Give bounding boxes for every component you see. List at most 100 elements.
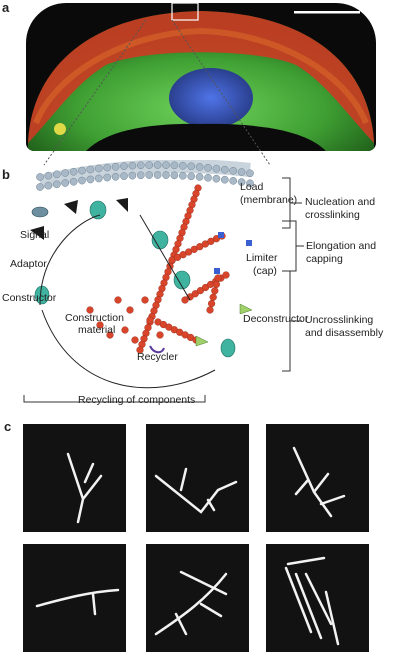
adaptor-protein (116, 198, 128, 212)
membrane-bead (178, 161, 187, 170)
membrane-bead (145, 171, 154, 179)
cell-micrograph (26, 3, 376, 151)
membrane-bead (111, 162, 120, 171)
monomer (126, 306, 134, 314)
membrane-bead (128, 161, 137, 170)
membrane-bead (136, 161, 145, 170)
constructor-label: Constructor (2, 292, 57, 304)
membrane-bead (52, 170, 61, 179)
membrane-bead (78, 176, 86, 185)
membrane-bead (111, 172, 120, 181)
actin-subunit (214, 274, 222, 282)
monomer (121, 326, 129, 334)
membrane-bead (44, 181, 53, 190)
monomer (131, 336, 139, 344)
membrane-bead (162, 171, 170, 179)
deconstructor-protein (239, 303, 253, 315)
constructor-protein (173, 270, 191, 290)
membrane-bead (162, 161, 170, 169)
membrane-bead (36, 173, 44, 181)
filament-image-3 (266, 424, 369, 532)
membrane-bead (170, 171, 179, 180)
membrane-bead (103, 173, 112, 182)
membrane-bead (52, 180, 61, 189)
nucleation-label-2: crosslinking (305, 209, 360, 221)
membrane-bead (229, 176, 238, 185)
adaptor-label: Adaptor (10, 258, 47, 270)
limiter-sub-label: (cap) (253, 265, 277, 277)
membrane (36, 160, 254, 191)
filament-image-2 (146, 424, 249, 532)
arrow (39, 214, 101, 306)
membrane-bead (187, 162, 196, 171)
membrane-bead (78, 166, 86, 175)
membrane-bead (69, 177, 78, 186)
membrane-bead (69, 167, 78, 176)
elongation-label-2: capping (306, 253, 343, 265)
load-label: Load (240, 181, 264, 193)
membrane-bead (61, 169, 70, 177)
constructor-protein (220, 338, 236, 358)
membrane-bead (195, 173, 204, 181)
deconstructor-protein (195, 335, 209, 347)
membrane-bead (86, 165, 95, 174)
membrane-bead (136, 171, 145, 180)
actin-subunit (136, 346, 144, 354)
membrane-bead (220, 175, 229, 184)
filament-image-1 (23, 424, 126, 532)
actin-cycle-diagram (23, 160, 254, 403)
membrane-bead (178, 171, 187, 180)
constructor-protein (89, 200, 107, 220)
recycling-bracket (23, 395, 206, 403)
filament-image-4 (23, 544, 126, 652)
filament-image-5 (146, 544, 249, 652)
recycler-protein (149, 345, 165, 354)
deconstructor-label: Deconstructor (243, 313, 309, 325)
membrane-bead (61, 179, 70, 187)
membrane-bead (237, 168, 246, 176)
membrane-bead (120, 172, 128, 180)
limiter-cap (214, 268, 220, 274)
membrane-bead (94, 174, 103, 183)
adaptor-protein (64, 200, 78, 214)
panel-label-c: c (4, 419, 12, 434)
actin-subunit (211, 287, 219, 295)
load-sub-label: (membrane) (240, 194, 298, 206)
membrane-bead (204, 163, 212, 172)
membrane-bead (145, 161, 154, 169)
monomer (106, 331, 114, 339)
membrane-bead (187, 172, 196, 181)
membrane-bead (212, 174, 221, 183)
adaptor-protein (30, 226, 44, 240)
membrane-bead (246, 169, 254, 178)
limiter-cap (218, 232, 224, 238)
zoom-guide-lines (43, 19, 271, 166)
panel-label-a: a (2, 0, 10, 15)
monomer (141, 296, 149, 304)
monomer (146, 316, 154, 324)
nucleation-label-1: Nucleation and (305, 196, 376, 208)
signal-label: Signal (20, 229, 50, 241)
membrane-bead (212, 164, 221, 173)
membrane-bead (103, 163, 112, 172)
recycler-label: Recycler (137, 351, 178, 363)
uncrosslinking-label-1: Uncrosslinking (305, 314, 374, 326)
actin-subunit (208, 300, 216, 308)
membrane-bead (220, 165, 229, 174)
actin-subunit (222, 271, 230, 279)
monomer (96, 321, 104, 329)
membrane-bead (86, 175, 95, 184)
limiter-label: Limiter (246, 252, 278, 264)
membrane-bead (153, 161, 162, 169)
actin-subunit (212, 280, 221, 289)
filament-image-6 (266, 544, 369, 652)
membrane-bead (36, 183, 44, 191)
monomer (86, 306, 94, 314)
panel-label-b: b (2, 167, 10, 182)
elongation-label-1: Elongation and (306, 240, 377, 252)
signal-protein (31, 206, 49, 218)
process-brackets (282, 177, 304, 372)
membrane-bead (153, 171, 162, 179)
monomer (114, 296, 122, 304)
actin-subunit (209, 293, 217, 301)
